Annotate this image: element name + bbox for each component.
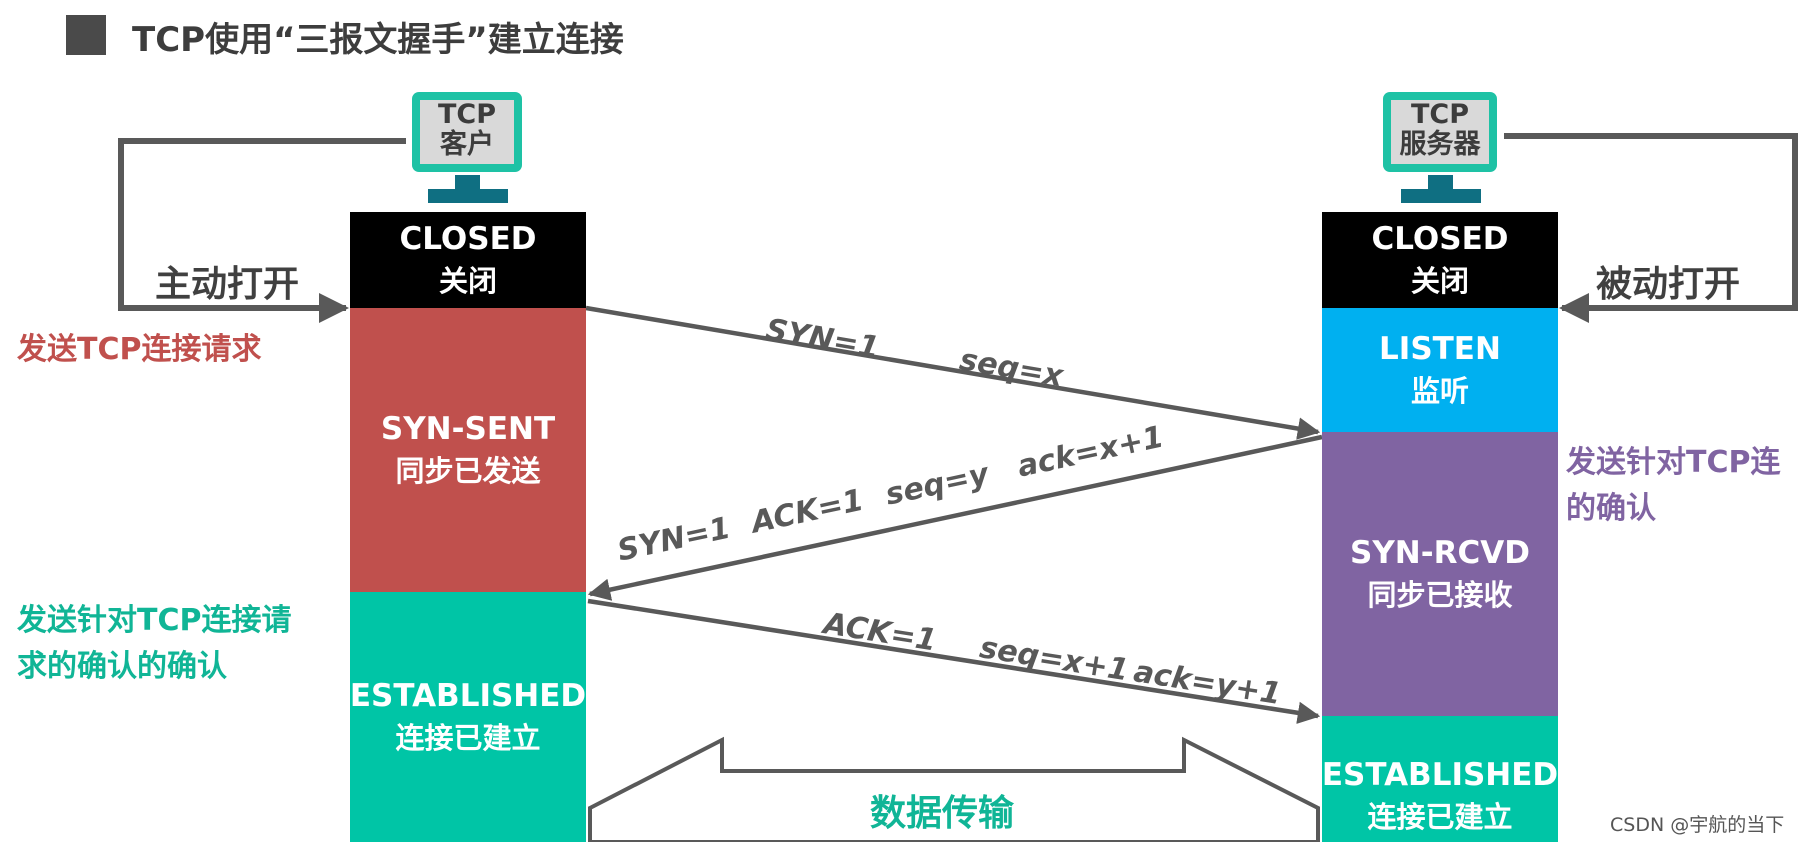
server-state-syn-rcvd: SYN-RCVD 同步已接收 bbox=[1322, 432, 1558, 716]
server-ack-note-line2: 的确认 bbox=[1566, 491, 1656, 526]
client-state-syn-sent-en: SYN-SENT bbox=[380, 411, 556, 447]
data-transfer-arrow bbox=[588, 736, 1320, 842]
client-state-syn-sent: SYN-SENT 同步已发送 bbox=[350, 308, 586, 592]
server-state-listen-en: LISTEN bbox=[1379, 331, 1501, 367]
client-state-established: ESTABLISHED 连接已建立 bbox=[350, 592, 586, 842]
client-label-line1: TCP bbox=[437, 99, 497, 130]
client-state-established-cn: 连接已建立 bbox=[395, 721, 541, 755]
server-state-syn-rcvd-cn: 同步已接收 bbox=[1367, 578, 1513, 612]
server-state-closed: CLOSED 关闭 bbox=[1322, 212, 1558, 308]
client-computer-icon bbox=[412, 92, 522, 203]
server-ack-note-line1: 发送针对TCP连 bbox=[1566, 445, 1781, 480]
server-state-listen-cn: 监听 bbox=[1410, 374, 1469, 408]
client-state-closed-cn: 关闭 bbox=[438, 264, 497, 298]
syn-ack-arrow bbox=[587, 434, 1323, 601]
client-request-note: 发送TCP连接请求 bbox=[17, 332, 262, 367]
client-active-open-label: 主动打开 bbox=[155, 264, 300, 305]
server-label-line2: 服务器 bbox=[1399, 129, 1481, 160]
server-state-listen: LISTEN 监听 bbox=[1322, 308, 1558, 432]
server-state-closed-cn: 关闭 bbox=[1410, 264, 1469, 298]
server-state-established: ESTABLISHED 连接已建立 bbox=[1322, 716, 1558, 842]
client-state-closed: CLOSED 关闭 bbox=[350, 212, 586, 308]
client-state-syn-sent-cn: 同步已发送 bbox=[395, 454, 541, 488]
diagram-title: TCP使用“三报文握手”建立连接 bbox=[132, 20, 624, 60]
server-label: TCP 服务器 bbox=[1388, 100, 1492, 160]
data-transfer-label: 数据传输 bbox=[870, 793, 1015, 834]
server-state-closed-en: CLOSED bbox=[1371, 221, 1509, 257]
client-label-line2: 客户 bbox=[440, 129, 494, 160]
server-label-line1: TCP bbox=[1410, 99, 1470, 130]
client-ack-note-line2: 求的确认的确认 bbox=[17, 649, 227, 684]
client-label: TCP 客户 bbox=[415, 100, 519, 160]
ack-arrow bbox=[587, 598, 1321, 724]
passive-open-arrow bbox=[1504, 133, 1798, 323]
client-ack-note-line1: 发送针对TCP连接请 bbox=[17, 603, 292, 638]
title-bullet bbox=[66, 15, 106, 55]
active-open-arrow bbox=[118, 138, 406, 323]
watermark: CSDN @宇航的当下 bbox=[1610, 814, 1785, 836]
server-state-syn-rcvd-en: SYN-RCVD bbox=[1350, 535, 1530, 571]
syn-arrow bbox=[585, 305, 1321, 440]
client-state-established-en: ESTABLISHED bbox=[349, 678, 587, 714]
server-state-established-cn: 连接已建立 bbox=[1367, 800, 1513, 834]
server-computer-icon bbox=[1383, 92, 1497, 203]
server-state-established-en: ESTABLISHED bbox=[1321, 757, 1559, 793]
client-state-closed-en: CLOSED bbox=[399, 221, 537, 257]
server-passive-open-label: 被动打开 bbox=[1596, 264, 1741, 305]
